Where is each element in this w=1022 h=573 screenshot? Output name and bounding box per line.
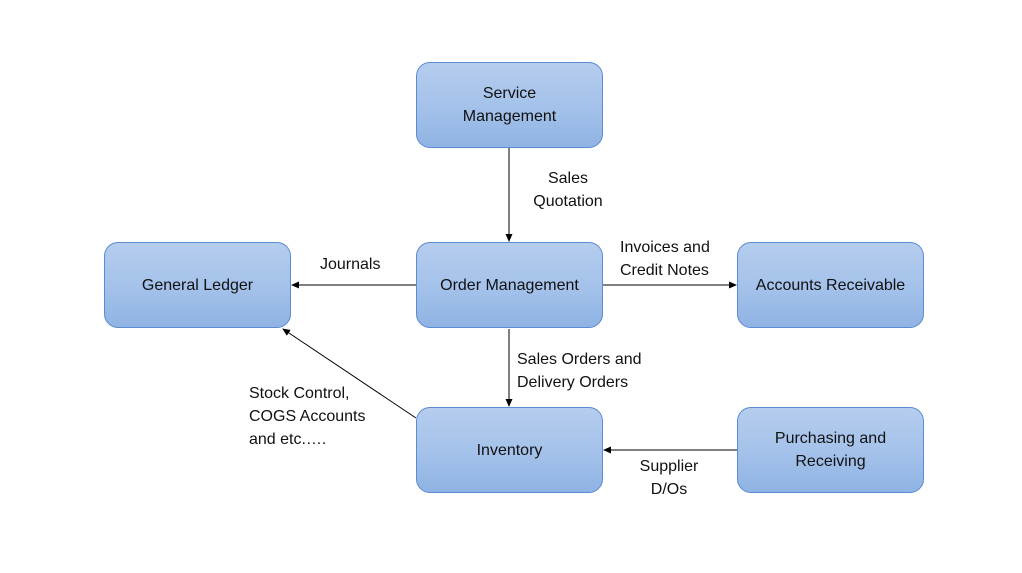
- edge-label-stock-control: Stock Control, COGS Accounts and etc.….: [249, 385, 366, 448]
- node-label: Accounts Receivable: [755, 276, 906, 294]
- edge-label-supplier-dos: Supplier D/Os: [639, 458, 699, 498]
- edge-label-sales-delivery-orders: Sales Orders and Delivery Orders: [517, 351, 642, 391]
- edge-label-journals: Journals: [320, 256, 381, 273]
- node-accounts-receivable: Accounts Receivable: [737, 242, 924, 328]
- arrow-inventory-to-ledger: [282, 328, 417, 419]
- edge-label-sales-quotation: Sales Quotation: [533, 170, 603, 210]
- edge-label-invoices-credit-notes: Invoices and Credit Notes: [620, 239, 710, 279]
- node-order-management: Order Management: [416, 242, 603, 328]
- node-general-ledger: General Ledger: [104, 242, 291, 328]
- node-label: Service Management: [462, 85, 557, 125]
- node-label: Order Management: [440, 276, 579, 294]
- node-inventory: Inventory: [416, 407, 603, 493]
- node-purchasing-receiving: Purchasing and Receiving: [737, 407, 924, 493]
- node-label: General Ledger: [141, 276, 254, 294]
- node-label: Inventory: [476, 441, 543, 459]
- node-label: Purchasing and Receiving: [774, 430, 887, 470]
- node-service-management: Service Management: [416, 62, 603, 148]
